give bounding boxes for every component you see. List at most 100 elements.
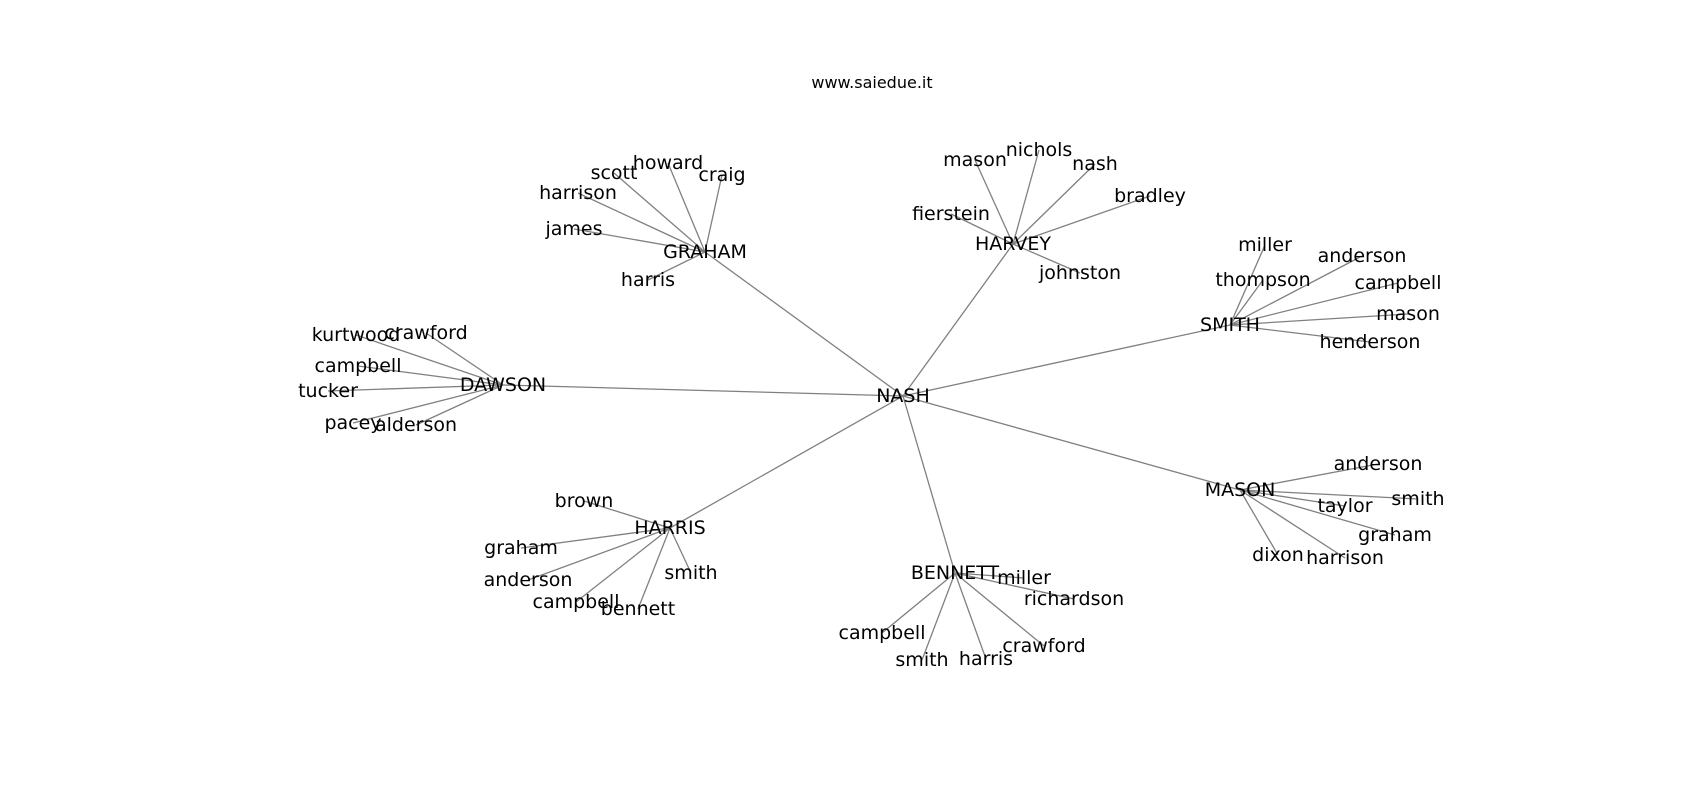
edge-bennett-campbell — [881, 572, 956, 634]
leaf-node-label: nichols — [1006, 139, 1073, 161]
hub-node-label: SMITH — [1200, 314, 1260, 336]
edge-bennett-richardson — [954, 572, 1075, 600]
site-title: www.saiedue.it — [811, 73, 932, 92]
leaf-node-label: taylor — [1317, 495, 1372, 517]
leaf-node-label: henderson — [1320, 331, 1421, 353]
leaf-node-label: miller — [1238, 234, 1292, 256]
edge-dawson-pacey — [352, 384, 504, 424]
edge-graham-james — [573, 228, 706, 253]
leaf-node-label: campbell — [1355, 272, 1442, 294]
leaf-node-label: nash — [1072, 153, 1118, 175]
leaf-node-label: harrison — [1306, 547, 1384, 569]
leaf-node-label: tucker — [298, 380, 358, 402]
leaf-node-label: johnston — [1038, 262, 1121, 284]
edge-mason-smith — [1239, 489, 1419, 500]
edge-graham-harrison — [577, 192, 706, 253]
edge-mason-harrison — [1239, 489, 1346, 559]
edge-mason-dixon — [1239, 489, 1279, 556]
edge-harvey-nash — [1012, 163, 1096, 245]
leaf-node-label: anderson — [484, 569, 573, 591]
hub-node-label: HARRIS — [634, 517, 705, 539]
leaf-node-label: harris — [959, 648, 1013, 670]
edge-root-harris — [669, 395, 904, 529]
hub-node-label: MASON — [1205, 479, 1276, 501]
edge-harris-campbell — [575, 527, 671, 603]
leaf-node-label: harris — [621, 269, 675, 291]
edge-dawson-alderson — [415, 384, 504, 426]
node-labels: NASHGRAHAMhowardcraigscottharrisonjamesh… — [298, 139, 1444, 671]
leaf-node-label: crawford — [384, 322, 467, 344]
leaf-node-label: howard — [633, 152, 703, 174]
edge-harvey-nichols — [1012, 149, 1040, 245]
edge-harvey-fierstein — [950, 213, 1014, 245]
edge-root-harvey — [902, 243, 1014, 397]
edge-harris-smith — [669, 527, 692, 574]
edge-graham-howard — [667, 162, 706, 253]
edge-smith-anderson — [1229, 255, 1363, 326]
leaf-node-label: dixon — [1252, 544, 1304, 566]
edge-harris-anderson — [527, 527, 671, 581]
edge-harvey-bradley — [1012, 195, 1151, 245]
edge-smith-mason — [1229, 313, 1409, 326]
edge-bennett-harris — [954, 572, 987, 660]
edge-smith-miller — [1229, 244, 1266, 326]
leaf-node-label: kurtwood — [312, 324, 401, 346]
leaf-node-label: graham — [1358, 524, 1432, 546]
edge-mason-anderson — [1239, 463, 1379, 491]
leaf-node-label: thompson — [1215, 269, 1310, 291]
leaf-node-label: mason — [943, 149, 1007, 171]
edge-graham-harris — [647, 251, 706, 281]
leaf-node-label: fierstein — [912, 203, 990, 225]
leaf-node-label: anderson — [1334, 453, 1423, 475]
leaf-node-label: campbell — [839, 622, 926, 644]
edge-graham-scott — [613, 172, 706, 253]
edge-smith-campbell — [1229, 282, 1399, 326]
leaf-node-label: alderson — [375, 414, 457, 436]
edge-mason-graham — [1239, 489, 1396, 536]
edge-bennett-crawford — [954, 572, 1045, 647]
edge-root-smith — [902, 324, 1231, 397]
hub-node-label: DAWSON — [460, 374, 546, 396]
leaf-node-label: craig — [698, 164, 745, 186]
edge-dawson-campbell — [357, 365, 504, 386]
edge-smith-henderson — [1229, 324, 1371, 343]
leaf-node-label: smith — [1391, 488, 1444, 510]
hub-node-label: GRAHAM — [663, 241, 747, 263]
edge-harvey-mason — [974, 159, 1014, 245]
edge-harris-graham — [520, 527, 671, 549]
edges — [327, 149, 1419, 661]
edge-bennett-smith — [921, 572, 956, 661]
edge-root-dawson — [502, 384, 904, 397]
edge-smith-thompson — [1229, 279, 1264, 326]
leaf-node-label: mason — [1376, 303, 1440, 325]
leaf-node-label: campbell — [533, 591, 620, 613]
leaf-node-label: richardson — [1024, 588, 1124, 610]
hub-node-label: BENNETT — [911, 562, 1000, 584]
edge-dawson-kurtwood — [355, 334, 504, 386]
edge-harris-brown — [583, 500, 671, 529]
leaf-node-label: pacey — [324, 412, 381, 434]
edge-mason-taylor — [1239, 489, 1346, 507]
leaf-node-label: harrison — [539, 182, 617, 204]
edge-root-mason — [902, 395, 1241, 491]
leaf-node-label: graham — [484, 537, 558, 559]
edge-dawson-tucker — [327, 384, 504, 392]
edge-graham-craig — [704, 174, 723, 253]
leaf-node-label: smith — [895, 649, 948, 671]
root-node-label: NASH — [876, 385, 930, 407]
edge-harris-bennett — [637, 527, 671, 610]
edge-harvey-johnston — [1012, 243, 1081, 274]
hub-node-label: HARVEY — [975, 233, 1051, 255]
leaf-node-label: campbell — [315, 355, 402, 377]
leaf-node-label: bradley — [1114, 185, 1186, 207]
leaf-node-label: smith — [664, 562, 717, 584]
leaf-node-label: bennett — [601, 598, 675, 620]
edge-dawson-crawford — [425, 332, 504, 386]
leaf-node-label: anderson — [1318, 245, 1407, 267]
edge-bennett-miller — [954, 572, 1025, 579]
leaf-node-label: crawford — [1002, 635, 1085, 657]
edge-root-bennett — [902, 395, 956, 574]
leaf-node-label: brown — [555, 490, 614, 512]
leaf-node-label: james — [544, 218, 602, 240]
edge-root-graham — [704, 251, 904, 397]
